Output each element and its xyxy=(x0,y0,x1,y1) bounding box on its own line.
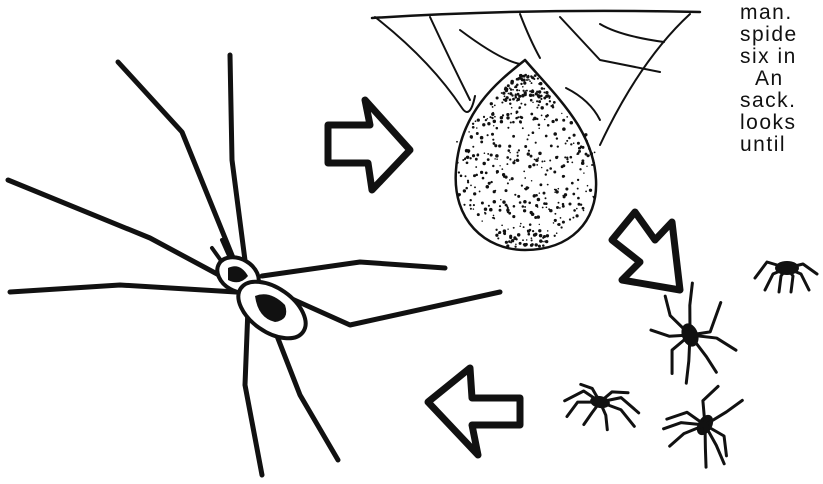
spiderling-1 xyxy=(641,276,743,388)
text-fragment-man: man. xyxy=(740,2,793,24)
spiderling-2 xyxy=(561,382,642,434)
spiderling-3 xyxy=(656,372,756,474)
text-fragment-looks: looks xyxy=(740,112,797,134)
spiderling-4 xyxy=(755,261,817,292)
egg-sac-with-web xyxy=(372,11,700,250)
text-fragment-an: An xyxy=(755,68,784,90)
text-fragment-spide: spide xyxy=(740,24,798,46)
text-fragment-until: until xyxy=(740,134,786,156)
arrow-right-icon xyxy=(328,100,410,190)
text-fragment-sack: sack. xyxy=(740,90,797,112)
adult-spider xyxy=(8,55,500,475)
text-fragment-six-in: six in xyxy=(740,46,797,68)
arrow-down-right-icon xyxy=(612,212,680,290)
arrow-left-icon xyxy=(428,368,520,455)
